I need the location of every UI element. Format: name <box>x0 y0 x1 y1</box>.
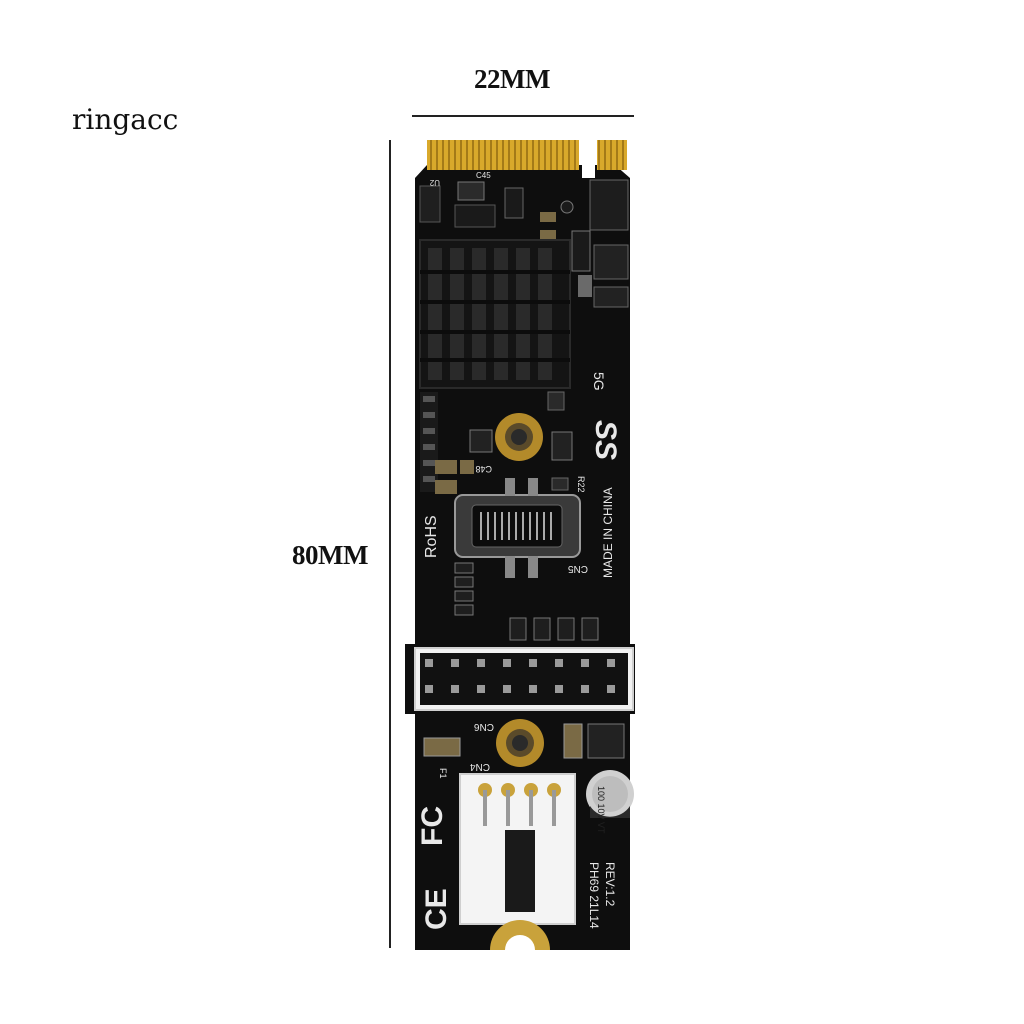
watermark-text: ringacc <box>72 103 179 136</box>
rohs-label: RoHS <box>423 515 440 558</box>
cn4-label: CN4 <box>470 761 490 772</box>
c45-label: C45 <box>476 171 491 180</box>
superspeed-logo: SS <box>589 420 622 460</box>
r22-label: R22 <box>576 476 586 493</box>
usb-speed-label: 5G <box>591 372 607 391</box>
width-dimension-line <box>412 115 634 117</box>
height-dimension-line <box>389 140 391 948</box>
smd-r1-r2 <box>589 179 629 231</box>
inductor <box>593 244 629 280</box>
gold-fingers-key <box>597 140 627 170</box>
revision-label: REV:1.2 <box>603 862 617 907</box>
smd-c45 <box>457 181 485 201</box>
f1-label: F1 <box>438 768 448 779</box>
smd-u2 <box>419 185 441 223</box>
capacitor-label: 100 10V VT <box>596 786 606 834</box>
height-dimension-label: 80MM <box>292 540 368 570</box>
model-label: PH69 21L14 <box>587 862 601 929</box>
u2-label: U2 <box>429 178 440 187</box>
made-in-label: MADE IN CHINA <box>601 487 615 578</box>
fuse-f1 <box>423 737 461 757</box>
c48-label: C48 <box>475 464 492 474</box>
cn6-label: CN6 <box>474 721 494 732</box>
ce-mark: CE <box>420 888 453 930</box>
gold-fingers-main <box>427 140 579 170</box>
width-dimension-label: 22MM <box>474 64 550 94</box>
fc-mark: FC <box>416 806 449 846</box>
cn5-label: CN5 <box>568 563 588 574</box>
